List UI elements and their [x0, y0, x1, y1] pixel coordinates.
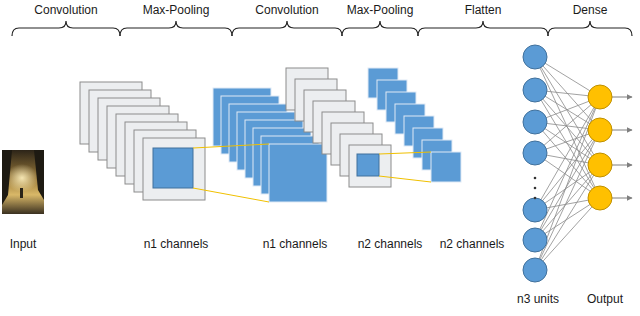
stage-label: Max-Pooling — [143, 3, 210, 17]
pool2-stack — [368, 68, 461, 182]
stage-label: Flatten — [465, 3, 502, 17]
unit-circle — [523, 141, 547, 165]
ellipsis-dot — [534, 177, 537, 180]
channel-label: n1 channels — [263, 237, 328, 251]
unit-circle — [523, 110, 547, 134]
unit-circle — [523, 228, 547, 252]
feature-map — [349, 145, 391, 187]
curly-brace — [232, 21, 342, 36]
channel-label: n2 channels — [358, 237, 423, 251]
stage-label: Convolution — [34, 3, 97, 17]
output-circle — [588, 85, 612, 109]
curly-brace — [418, 21, 548, 36]
feature-map — [431, 152, 461, 182]
feature-map — [143, 138, 205, 200]
channel-label: n1 channels — [144, 237, 209, 251]
pool-window — [153, 148, 193, 188]
guide-line — [193, 144, 269, 148]
guide-line — [379, 152, 431, 154]
pool-window — [357, 154, 379, 176]
unit-circle — [523, 78, 547, 102]
output-arrow — [612, 130, 632, 131]
unit-circle — [523, 258, 547, 282]
stage-label: Convolution — [255, 3, 318, 17]
units-label: n3 units — [517, 292, 559, 306]
output-arrow — [612, 97, 632, 98]
stage-braces — [12, 21, 632, 36]
flatten-units — [523, 45, 547, 282]
output-label: Output — [587, 292, 623, 306]
curly-brace — [342, 21, 418, 36]
guide-line — [379, 176, 431, 182]
output-circle — [588, 186, 612, 210]
output-units — [588, 85, 612, 210]
guide-line — [193, 188, 269, 202]
stage-label: Max-Pooling — [347, 3, 414, 17]
unit-circle — [523, 198, 547, 222]
ellipsis-dot — [534, 187, 537, 190]
weight-line — [535, 90, 600, 198]
output-arrow — [612, 198, 632, 199]
unit-circle — [523, 45, 547, 69]
channel-label: n2 channels — [440, 237, 505, 251]
output-circle — [588, 118, 612, 142]
stage-label: Dense — [573, 3, 608, 17]
input-label: Input — [10, 237, 37, 251]
pooling-guides — [193, 144, 431, 202]
output-circle — [588, 153, 612, 177]
feature-map — [269, 144, 327, 202]
curly-brace — [548, 21, 632, 36]
conv1-stack — [80, 82, 205, 200]
ellipsis-dot — [534, 197, 537, 200]
ellipsis-dots — [534, 177, 537, 200]
output-arrows — [612, 97, 632, 198]
output-arrow — [612, 165, 632, 166]
feature-map — [340, 134, 382, 176]
curly-brace — [12, 21, 120, 36]
curly-brace — [120, 21, 232, 36]
input-image — [2, 150, 44, 214]
